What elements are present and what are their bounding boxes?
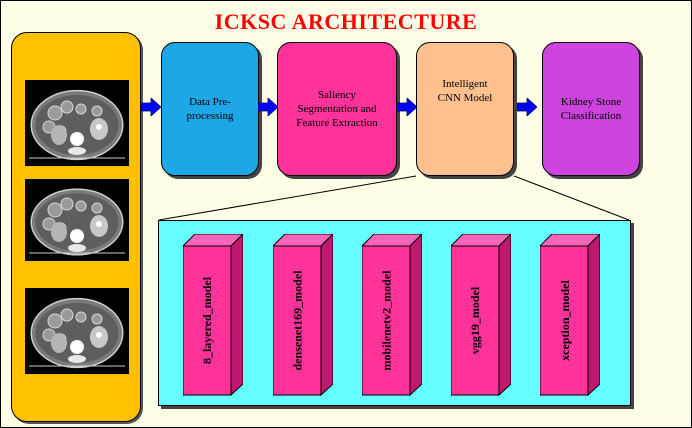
model-block: xception_model [540, 234, 600, 396]
ct-scan-drawing [29, 297, 125, 369]
model-label: xception_model [557, 279, 572, 361]
diagram-title: ICKSC ARCHITECTURE [214, 9, 478, 34]
preprocessing-label: Data Pre-processing [186, 96, 234, 122]
ct-scan-drawing [29, 89, 125, 161]
arrow-right-icon [517, 98, 537, 116]
cube-shape [273, 234, 333, 396]
model-block: densenet169_model [273, 234, 333, 396]
segmentation-label: Saliency Segmentation and Feature Extrac… [296, 89, 378, 129]
cnn-model-box: Intelligent CNN Model [416, 42, 514, 176]
input-images-panel [11, 32, 141, 422]
classification-label: Kidney Stone Classification [560, 96, 622, 122]
cube-shape [540, 234, 600, 396]
arrow-right-icon [141, 98, 161, 116]
ct-scan-image-1 [25, 80, 129, 166]
cube-shape [362, 234, 422, 396]
model-label: vgg19_model [468, 286, 483, 354]
cnn-model-label: Intelligent CNN Model [437, 78, 493, 104]
model-label: densenet169_model [290, 270, 305, 370]
ct-scan-image-2 [25, 179, 129, 261]
preprocessing-box: Data Pre-processing [161, 42, 259, 176]
ct-scan-image-3 [25, 288, 129, 374]
ct-scan-drawing [29, 188, 125, 256]
model-block: 8_layered_model [183, 234, 243, 396]
cnn-models-panel: 8_layered_model densenet169_model mobile… [158, 220, 631, 406]
classification-box: Kidney Stone Classification [542, 42, 640, 176]
arrow-right-icon [397, 98, 417, 116]
model-label: mobilenetv2_model [379, 270, 394, 370]
cube-shape [183, 234, 243, 396]
arrow-right-icon [258, 98, 278, 116]
segmentation-box: Saliency Segmentation and Feature Extrac… [277, 42, 397, 176]
model-label: 8_layered_model [200, 276, 215, 364]
cube-shape [451, 234, 511, 396]
model-block: vgg19_model [451, 234, 511, 396]
model-block: mobilenetv2_model [362, 234, 422, 396]
